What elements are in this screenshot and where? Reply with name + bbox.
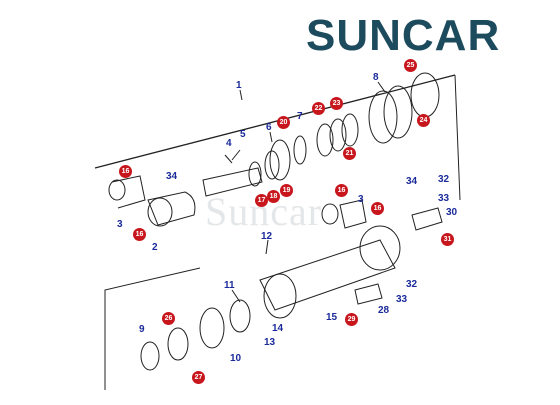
tube-head	[359, 225, 401, 271]
bushing-2	[108, 179, 126, 201]
frame-edge-lower	[104, 267, 201, 390]
badge-18: 18	[267, 190, 280, 203]
rod-end	[248, 161, 262, 187]
part-label-6: 6	[266, 122, 272, 133]
leader-1	[239, 89, 243, 101]
leader-11	[231, 289, 241, 303]
badge-27: 27	[192, 371, 205, 384]
brand-logo: SUNCAR	[306, 11, 501, 60]
tube-bushing-end	[321, 203, 339, 225]
piston-ring	[410, 72, 440, 118]
leader-12	[265, 239, 269, 255]
tube-end	[263, 273, 297, 319]
bracket-28	[354, 283, 383, 305]
bushing-body	[111, 175, 146, 209]
part-label-5: 5	[240, 129, 246, 140]
part-label-7: 7	[297, 111, 303, 122]
frame-edge	[454, 74, 461, 201]
badge-16-a: 16	[119, 165, 132, 178]
part-label-3b: 3	[358, 194, 364, 205]
tube-bushing	[339, 199, 367, 229]
part-label-34: 34	[166, 171, 178, 182]
badge-20: 20	[277, 116, 290, 129]
part-label-15: 15	[326, 312, 338, 323]
piston	[368, 90, 398, 144]
part-label-4: 4	[226, 138, 232, 149]
part-label-9: 9	[139, 324, 145, 335]
badge-23: 23	[330, 97, 343, 110]
badge-16-b: 16	[133, 228, 146, 241]
leader-6	[269, 131, 273, 143]
gland-lower	[199, 307, 225, 349]
badge-22: 22	[312, 102, 325, 115]
part-label-2: 2	[152, 242, 158, 253]
seal-lower	[167, 327, 189, 361]
badge-21: 21	[343, 147, 356, 160]
gland-ring-lower	[229, 299, 251, 333]
gland-ring	[264, 150, 280, 180]
wiper-ring	[293, 135, 307, 165]
part-label-33: 33	[438, 193, 450, 204]
badge-31: 31	[441, 233, 454, 246]
part-label-33b: 33	[396, 294, 408, 305]
badge-16-c: 16	[335, 184, 348, 197]
bushing-lower	[140, 341, 160, 371]
part-label-1: 1	[236, 80, 242, 91]
bracket-30	[411, 207, 443, 231]
gland	[269, 139, 291, 181]
leader-8	[377, 81, 386, 93]
assembly-line	[94, 74, 456, 169]
cylinder-tube	[259, 239, 396, 311]
badge-17: 17	[255, 194, 268, 207]
piston-rod	[202, 167, 263, 197]
part-label-32: 32	[438, 174, 450, 185]
part-label-3: 3	[117, 219, 123, 230]
seal-ring	[316, 123, 334, 157]
badge-24: 24	[417, 114, 430, 127]
badge-19: 19	[280, 184, 293, 197]
badge-25: 25	[404, 59, 417, 72]
part-label-12: 12	[261, 231, 273, 242]
part-label-13: 13	[264, 337, 276, 348]
badge-26: 26	[162, 312, 175, 325]
bolt-5	[231, 149, 241, 161]
part-label-34b: 34	[406, 176, 418, 187]
part-label-14: 14	[272, 323, 284, 334]
rod-eye	[147, 191, 196, 226]
part-label-28: 28	[378, 305, 390, 316]
rod-eye-bore	[147, 197, 173, 227]
badge-29: 29	[345, 313, 358, 326]
part-label-10: 10	[230, 353, 242, 364]
part-label-30: 30	[446, 207, 458, 218]
part-label-8: 8	[373, 72, 379, 83]
badge-16-d: 16	[371, 202, 384, 215]
piston-back	[383, 85, 413, 139]
seal-ring-3	[341, 113, 359, 147]
seal-ring-2	[329, 118, 347, 152]
bolt-4	[224, 154, 233, 164]
part-label-11: 11	[224, 280, 235, 291]
part-label-32b: 32	[406, 279, 418, 290]
